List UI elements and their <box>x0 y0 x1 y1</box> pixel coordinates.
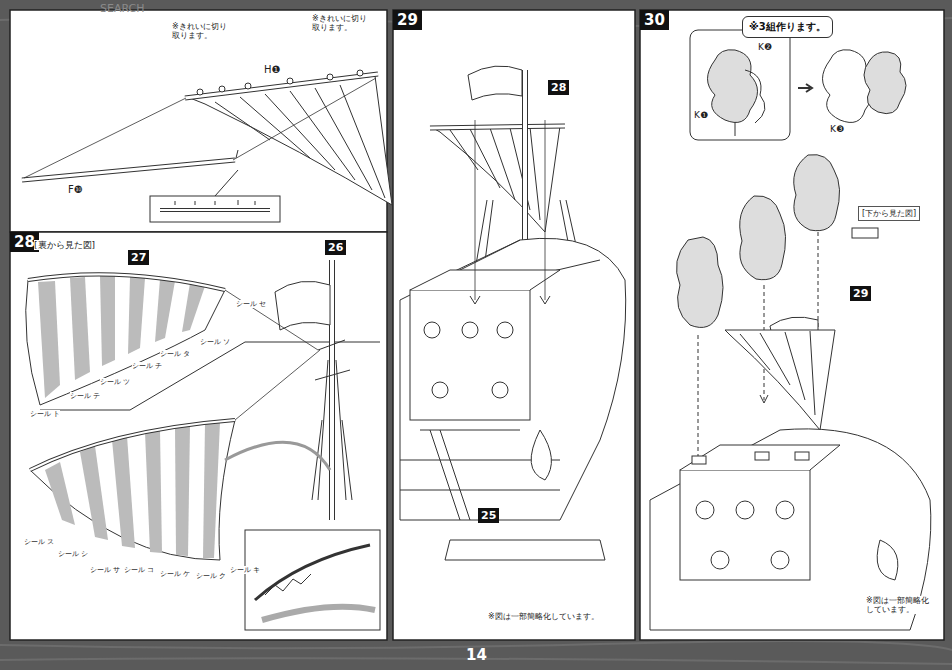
part-label: F❿ <box>68 184 83 196</box>
node-text: 26 <box>328 241 343 254</box>
node-text: 25 <box>481 509 496 522</box>
sticker-label: シール ト <box>30 410 60 418</box>
callout-number: 25 <box>478 508 499 523</box>
note-text: ※きれいに切り取ります。 <box>312 14 374 32</box>
watermark: SEARCH <box>100 3 145 16</box>
step-number: 29 <box>393 10 422 30</box>
node-text: 28 <box>551 81 566 94</box>
node-text: 29 <box>397 11 418 29</box>
sticker-label: シール コ <box>124 566 154 574</box>
callout-number: 29 <box>850 286 871 301</box>
sticker-label: シール タ <box>160 350 190 358</box>
callout-number: 27 <box>128 250 149 265</box>
note-text: ※図は一部簡略化しています。 <box>488 612 599 621</box>
sticker-label: シール キ <box>230 566 260 574</box>
sticker-label: シール ク <box>196 572 226 580</box>
node-text: [下から見た図] <box>862 208 916 219</box>
sticker-label: シール チ <box>132 362 162 370</box>
sticker-label: シール ス <box>24 538 54 546</box>
part-label: K❸ <box>830 124 844 134</box>
sticker-label: シール サ <box>90 566 120 574</box>
sticker-label: シール セ <box>236 300 266 308</box>
part-label: K❷ <box>758 42 772 52</box>
note-text: ※図は一部簡略化しています。 <box>866 596 936 614</box>
sticker-label: シール テ <box>70 392 100 400</box>
node-text: 29 <box>853 287 868 300</box>
callout-number: 28 <box>548 80 569 95</box>
node-text: 30 <box>644 11 665 29</box>
note-box: [下から見た図] <box>858 206 920 221</box>
note-text: ※きれいに切り取ります。 <box>172 22 234 40</box>
note-box: ※3組作ります。 <box>742 16 833 38</box>
node-text: 27 <box>131 251 146 264</box>
step-number: 30 <box>640 10 669 30</box>
part-label: K❶ <box>694 110 708 120</box>
sticker-label: シール ツ <box>100 378 130 386</box>
part-label: H❶ <box>264 64 280 76</box>
sticker-label: シール シ <box>58 550 88 558</box>
node-text: ※3組作ります。 <box>749 20 826 34</box>
node-text: 28 <box>14 233 35 251</box>
page-number: 14 <box>466 647 487 664</box>
view-label: [裏から見た図] <box>34 240 95 250</box>
callout-number: 26 <box>325 240 346 255</box>
sticker-label: シール ケ <box>160 570 190 578</box>
sticker-label: シール ソ <box>200 338 230 346</box>
